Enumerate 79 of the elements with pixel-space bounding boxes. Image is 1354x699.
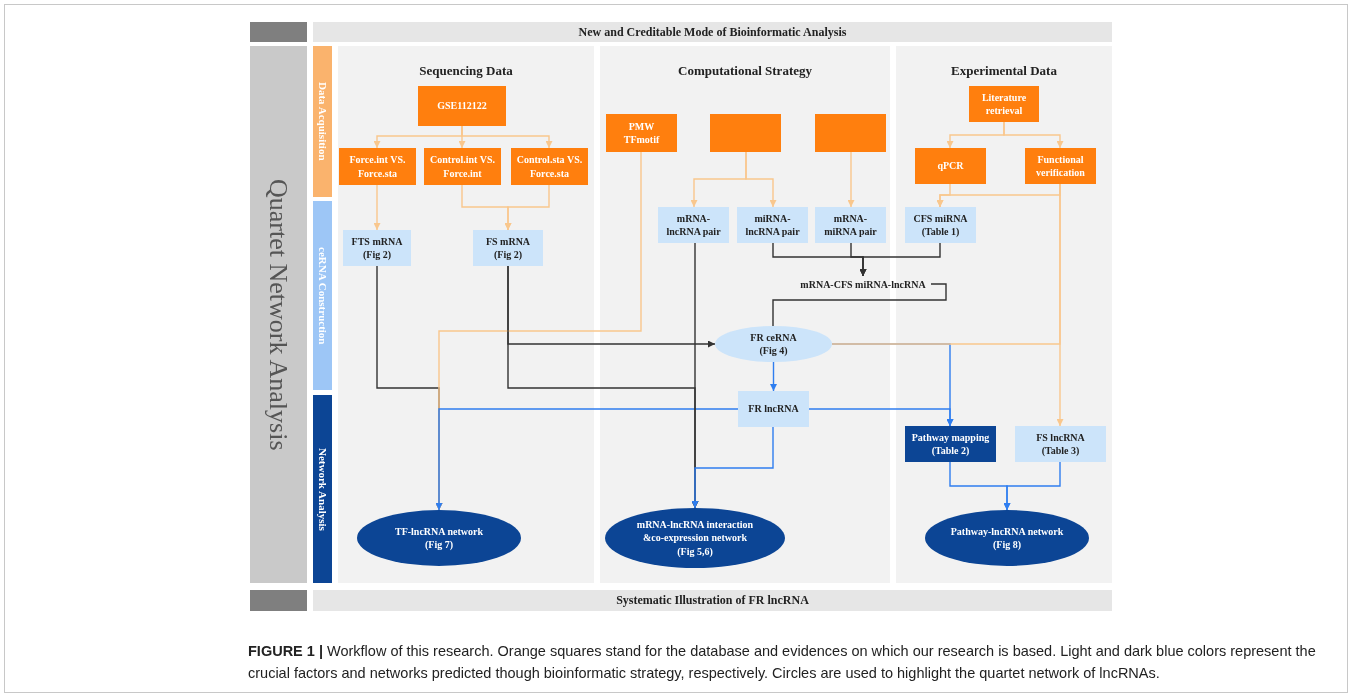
stage-band [313,201,332,390]
process-box [905,426,996,462]
node-label: Functional verification [1035,152,1086,180]
node-label: PMW TFmotif [622,119,661,147]
node-label: mRNA-lncRNA pair [665,211,722,239]
result-label: mRNA-CFS miRNA-lncRNA [799,277,927,292]
column-panel [338,46,594,583]
node-label: Data Acquisition [315,82,330,161]
process-box [738,391,809,427]
source-box [915,148,986,184]
arrow [847,151,855,208]
process-box [737,207,808,243]
side-band [250,46,307,583]
node-label: Control.sta VS. Force.sta [515,153,584,180]
process-box [473,230,543,266]
node-label: Pathway-lncRNA network [949,524,1065,538]
node-label: CFS miRNA [912,211,969,225]
header-bar [313,590,1112,611]
source-box [969,86,1039,122]
process-box [1015,426,1106,462]
node-label: qPCR [936,159,965,173]
node-label: Literature retrieval [980,90,1028,118]
node-label: GSE112122 [436,99,488,113]
process-box [905,207,976,243]
node-label: Quartet Network Analysis [263,178,295,451]
arrow [859,242,941,277]
node-label: FS mRNA [484,234,532,248]
node-label: Pathway mapping [910,430,991,444]
corner-block [250,22,307,42]
arrow [808,408,954,427]
node-label: Control.int VS. Force.int [429,153,496,180]
stage-band [313,46,332,197]
arrow [461,125,553,149]
arrow [745,151,777,208]
node-label: (Table 3) [1040,444,1081,458]
header-bar [313,22,1112,42]
node-label: (Fig 2) [492,248,523,262]
panel-heading: Computational Strategy [677,62,813,80]
node-label: mRNA-lncRNA interaction &co-expression network [635,517,755,545]
node-label: (Fig 8) [991,538,1022,552]
source-box [710,114,781,152]
arrow [770,361,777,392]
process-box [815,207,886,243]
arrow [1003,121,1064,149]
node-label: FR ceRNA [749,330,798,344]
node-label: Force.int VS. Force.sta [348,153,407,180]
node-label: Systematic Illustration of FR lncRNA [615,592,810,609]
stage-band [313,395,332,583]
arrow [435,408,739,511]
arrow [504,184,550,231]
node-label: ceRNA Construction [315,246,330,345]
arrow [1003,461,1061,511]
node-label: (Fig 7) [423,538,454,552]
process-box [343,230,411,266]
node-label: mRNA-miRNA pair [823,211,878,239]
source-box [339,148,416,185]
arrow [691,426,774,509]
node-label: (Table 2) [930,444,971,458]
process-box [658,207,729,243]
source-box [606,114,677,152]
figure-caption: FIGURE 1 | Workflow of this research. Orange squares stand for the database and evidences on which our research is based. Light and dark blue colors represent the crucial factors and networks predicted though bioinformatic strategy, respectively. Circles are used to highlight the quartet network of lncRNAs. [248,642,1317,683]
node-label: (Fig 5,6) [676,544,714,559]
corner-block [250,590,307,611]
node-label: FS lncRNA [1035,430,1086,444]
node-label: New and Creditable Mode of Bioinformatic Analysis [577,23,848,41]
node-label: miRNA-lncRNA pair [744,211,801,239]
node-label: FTS mRNA [350,234,404,248]
source-box [418,86,506,126]
panel-heading: Sequencing Data [418,62,514,80]
node-label: TF-lncRNA network [393,524,485,538]
node-label: (Fig 4) [758,344,789,358]
panel-heading: Experimental Data [950,62,1058,80]
arrow [373,184,381,231]
source-box [1025,148,1096,184]
source-box [815,114,886,152]
node-label: Network Analysis [315,447,330,531]
node-label: (Table 1) [920,225,961,239]
node-label: (Fig 2) [361,248,392,262]
node-label: FR lncRNA [747,402,800,416]
